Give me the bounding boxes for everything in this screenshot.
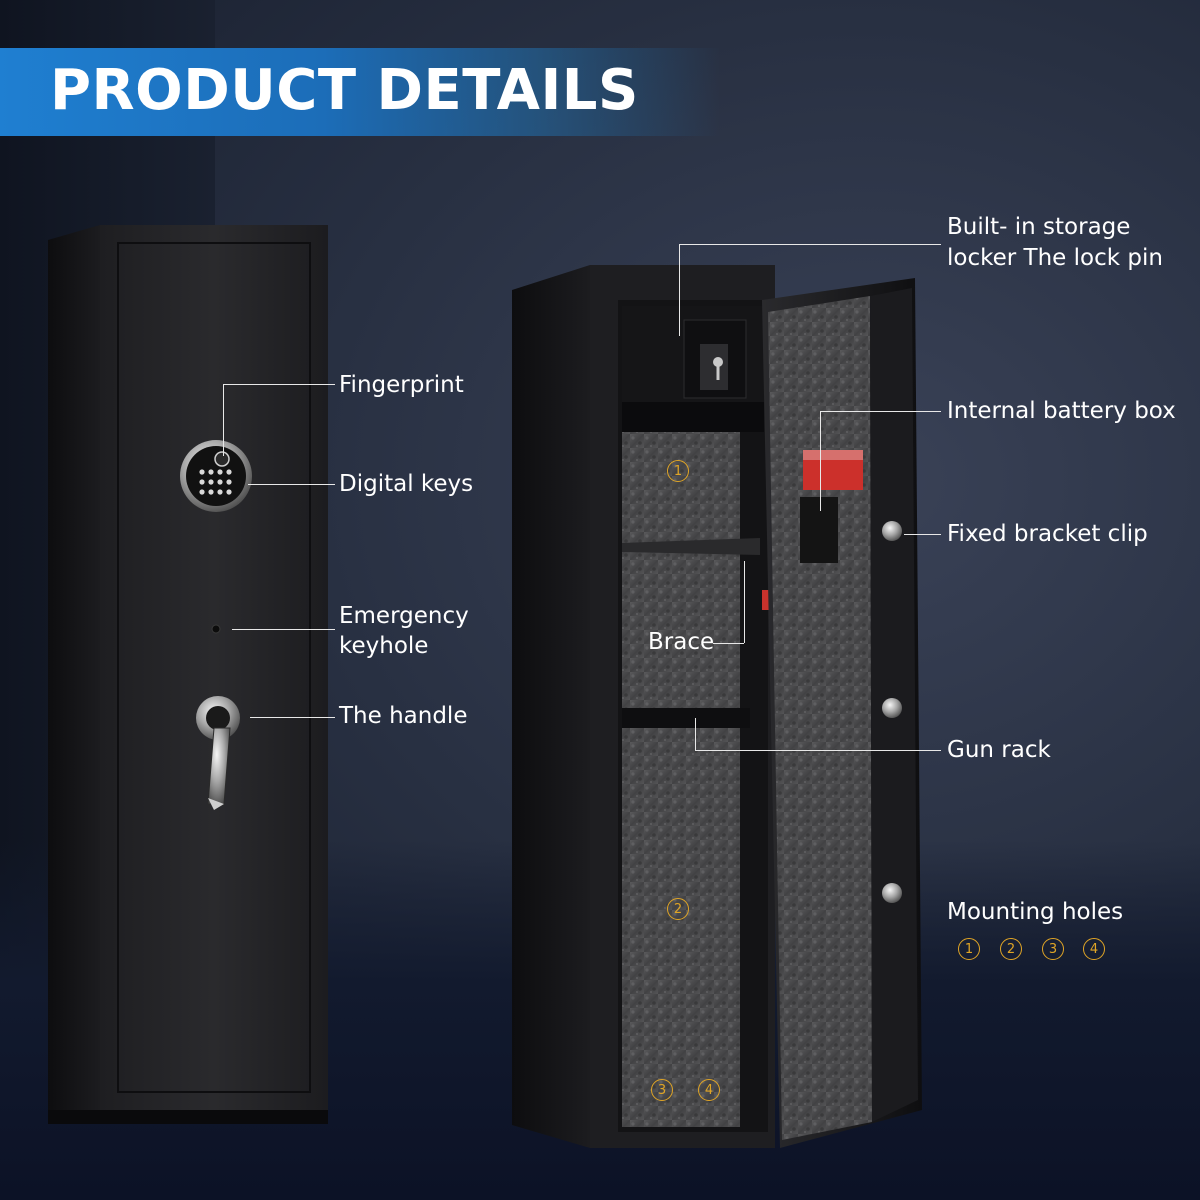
mounting-hole-2-marker: 2: [667, 898, 689, 920]
brace-label: Brace: [648, 629, 715, 655]
gun-rack-leader-h: [695, 750, 941, 751]
mounting-legend-2: 2: [1000, 938, 1022, 960]
handle-label: The handle: [339, 703, 468, 729]
battery-box-label: Internal battery box: [947, 398, 1176, 424]
door-felt-panel: [768, 296, 872, 1140]
fingerprint-label: Fingerprint: [339, 372, 464, 398]
door-bolts: [882, 521, 902, 903]
digital-keys-leader: [248, 484, 335, 485]
battery-leader-h: [820, 411, 941, 412]
emergency-keyhole-leader: [232, 629, 335, 630]
fingerprint-leader-v: [223, 384, 224, 456]
mounting-legend-3: 3: [1042, 938, 1064, 960]
page-title: PRODUCT DETAILS: [50, 58, 639, 123]
mounting-hole-4-marker: 4: [698, 1079, 720, 1101]
brace-leader-v: [744, 561, 745, 643]
closed-safe-front: [100, 225, 328, 1110]
gun-rack-leader-v: [695, 718, 696, 750]
open-safe-side: [512, 265, 590, 1148]
lock-key: [713, 357, 723, 380]
mounting-holes-label: Mounting holes: [947, 899, 1124, 925]
emergency-keyhole: [211, 624, 221, 634]
gun-rack-label: Gun rack: [947, 737, 1051, 763]
header-banner: [0, 48, 720, 136]
emergency-keyhole-label-line2: keyhole: [339, 633, 429, 659]
gun-rack-bar: [622, 708, 750, 728]
digital-keys-label: Digital keys: [339, 471, 474, 497]
battery-leader-v: [820, 411, 821, 511]
storage-locker-label-line1: Built- in storage: [947, 214, 1131, 240]
keypad: [180, 440, 252, 512]
closed-safe-side: [48, 225, 100, 1120]
mounting-legend-4: 4: [1083, 938, 1105, 960]
fingerprint-sensor: [214, 451, 230, 467]
fingerprint-leader-h: [223, 384, 335, 385]
brace-shelf: [622, 538, 760, 555]
bracket-clip-label: Fixed bracket clip: [947, 521, 1148, 547]
storage-locker-label-line2: locker The lock pin: [947, 245, 1163, 271]
storage-leader-h: [679, 244, 941, 245]
mounting-hole-3-marker: 3: [651, 1079, 673, 1101]
mounting-legend-1: 1: [958, 938, 980, 960]
battery-box: [800, 497, 838, 563]
handle: [196, 696, 240, 810]
bracket-clip-leader: [904, 534, 941, 535]
mounting-hole-1-marker: 1: [667, 460, 689, 482]
brace-leader-h: [713, 643, 744, 644]
handle-leader: [250, 717, 335, 718]
emergency-keyhole-label-line1: Emergency: [339, 603, 469, 629]
storage-leader-v: [679, 244, 680, 336]
